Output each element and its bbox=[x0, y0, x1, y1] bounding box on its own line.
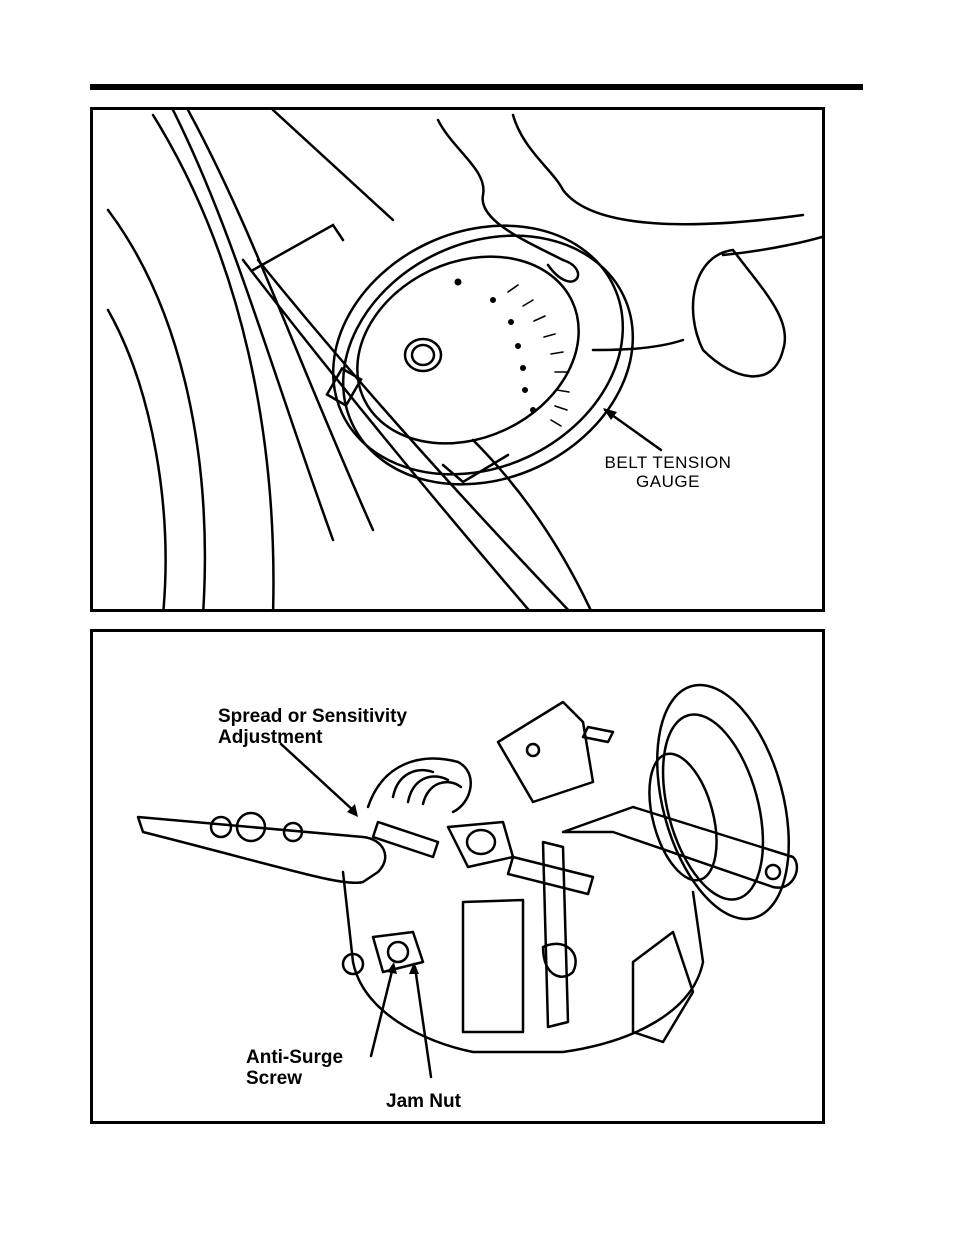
anti-surge-screw-label: Anti-Surge Screw bbox=[246, 1047, 344, 1090]
jam-nut-label: Jam Nut bbox=[386, 1091, 461, 1112]
anti-surge-line2: Screw bbox=[246, 1067, 302, 1089]
governor-illustration bbox=[136, 683, 799, 1079]
top-rule bbox=[90, 84, 863, 90]
spread-sensitivity-label: Spread or Sensitivity Adjustment bbox=[218, 706, 408, 749]
belt-tension-illustration bbox=[106, 110, 822, 609]
belt-tension-label-line1: BELT TENSION bbox=[604, 453, 732, 472]
belt-tension-figure: BELT TENSION GAUGE bbox=[90, 107, 825, 612]
anti-surge-line1: Anti-Surge bbox=[246, 1047, 344, 1068]
spread-label-line2: Adjustment bbox=[218, 726, 323, 748]
governor-adjustment-figure: Spread or Sensitivity Adjustment Anti-Su… bbox=[90, 629, 825, 1124]
belt-tension-gauge-label: BELT TENSION GAUGE bbox=[578, 453, 758, 491]
spread-label-line1: Spread or Sensitivity bbox=[218, 706, 408, 727]
belt-tension-label-line2: GAUGE bbox=[636, 471, 700, 491]
